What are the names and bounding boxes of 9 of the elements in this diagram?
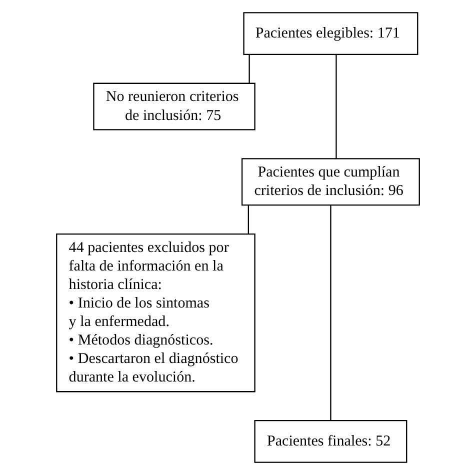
connector	[330, 205, 332, 420]
connector	[248, 54, 250, 84]
node-box: 44 pacientes excluidos por falta de información en la historia clínica: • Inicio de los sintomas y la enfermedad. • Métodos diagnósticos. • Descartaron el diagnóstico durante la evolución.	[56, 233, 256, 392]
node-box: No reunieron criterios de inclusión: 75	[93, 82, 256, 130]
connector	[248, 205, 250, 234]
node-box: Pacientes elegibles: 171	[243, 12, 418, 55]
node-box: Pacientes que cumplían criterios de inclusión: 96	[241, 158, 420, 206]
node-box: Pacientes finales: 52	[254, 420, 408, 463]
connector	[336, 54, 337, 159]
